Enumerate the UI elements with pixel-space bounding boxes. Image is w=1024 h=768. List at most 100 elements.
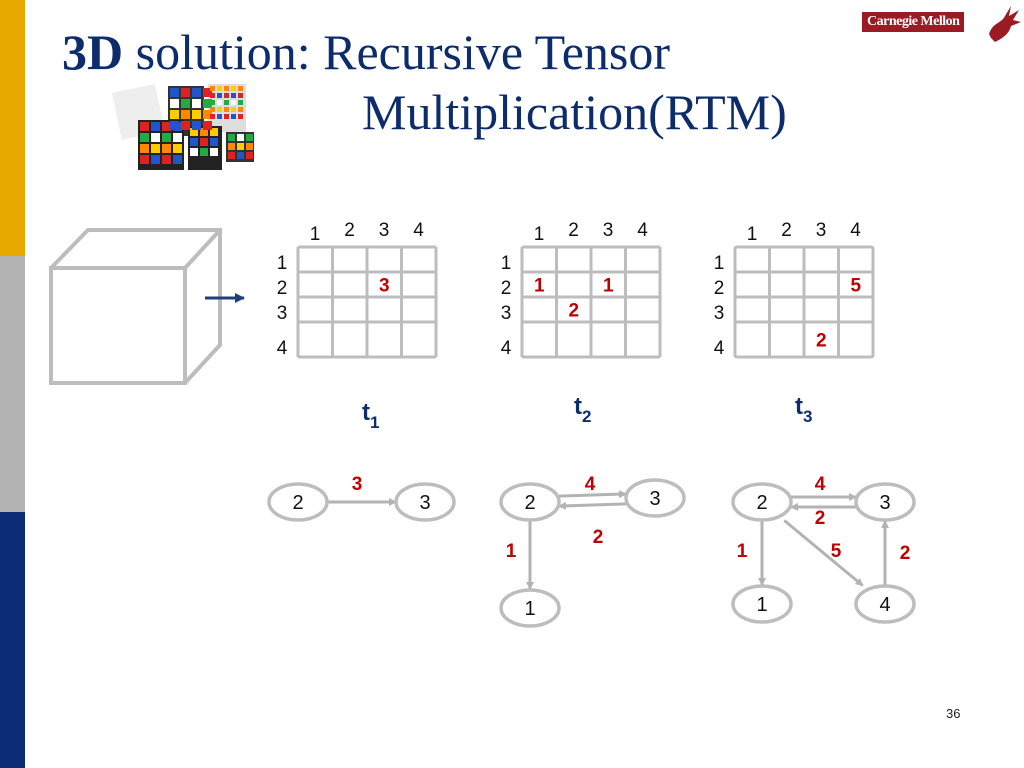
col-header: 3 xyxy=(816,220,827,241)
col-header: 4 xyxy=(850,220,861,241)
row-header: 2 xyxy=(277,278,288,299)
dragon-logo-icon xyxy=(989,6,1021,42)
cube-sticker xyxy=(210,138,218,146)
slice-name: t xyxy=(795,393,803,420)
cube-sticker xyxy=(210,86,215,91)
cube-sticker xyxy=(224,107,229,112)
edge-weight: 2 xyxy=(815,508,826,529)
node-label: 3 xyxy=(419,492,430,514)
slice-name: t xyxy=(362,399,370,426)
cube-sticker xyxy=(181,88,190,97)
cube-sticker xyxy=(151,122,160,131)
row-header: 2 xyxy=(501,278,512,299)
cube-sticker xyxy=(151,144,160,153)
slice-subscript: 1 xyxy=(370,413,379,432)
edge-weight: 1 xyxy=(737,541,748,562)
rubiks-cubes-image xyxy=(111,83,254,170)
cube-sticker xyxy=(217,86,222,91)
edge-weight: 1 xyxy=(506,541,517,562)
cube-sticker xyxy=(210,128,218,136)
cube-sticker xyxy=(203,110,212,119)
cube-sticker xyxy=(238,114,243,119)
cube-sticker xyxy=(224,100,229,105)
cube-sticker xyxy=(224,86,229,91)
edge-weight: 3 xyxy=(352,474,363,495)
cube-sticker xyxy=(231,93,236,98)
page-number: 36 xyxy=(946,706,961,721)
slice-label: t3 xyxy=(795,393,812,426)
col-header: 1 xyxy=(310,224,321,245)
cube-sticker xyxy=(203,99,212,108)
cube-sticker xyxy=(170,88,179,97)
cube-sticker xyxy=(203,121,212,130)
row-header: 4 xyxy=(501,338,512,359)
sidebar-stripe-navy xyxy=(0,512,25,768)
cube-sticker xyxy=(200,148,208,156)
col-header: 2 xyxy=(568,220,579,241)
cube-sticker xyxy=(192,99,201,108)
cube-sticker xyxy=(217,114,222,119)
cell-value: 5 xyxy=(850,276,861,297)
node-label: 2 xyxy=(756,492,767,514)
cube-sticker xyxy=(173,155,182,164)
cube-sticker xyxy=(181,110,190,119)
cube-sticker xyxy=(217,107,222,112)
cube-sticker xyxy=(192,110,201,119)
edge-weight: 4 xyxy=(585,474,596,495)
cube-sticker xyxy=(238,100,243,105)
cube-sticker xyxy=(237,134,244,141)
slice-name: t xyxy=(574,393,582,420)
cube-sticker xyxy=(203,88,212,97)
cube-sticker xyxy=(200,138,208,146)
edge-weight: 4 xyxy=(815,474,826,495)
cube-sticker xyxy=(173,144,182,153)
edge-2-to-3 xyxy=(558,490,628,499)
node-label: 1 xyxy=(524,598,535,620)
cube-sticker xyxy=(162,122,171,131)
node-label: 2 xyxy=(524,492,535,514)
col-header: 1 xyxy=(747,224,758,245)
row-header: 3 xyxy=(714,303,725,324)
slice-subscript: 2 xyxy=(582,407,591,426)
cube-sticker xyxy=(151,155,160,164)
node-2 xyxy=(267,482,329,522)
cube-sticker xyxy=(162,144,171,153)
title-line1: solution: Recursive Tensor xyxy=(123,24,671,80)
node-3 xyxy=(624,478,686,518)
cube-sticker xyxy=(231,114,236,119)
slide-title: 3D solution: Recursive Tensor Multiplica… xyxy=(62,22,787,142)
cmu-logo: Carnegie Mellon xyxy=(862,12,965,32)
cube-sticker xyxy=(190,148,198,156)
col-header: 3 xyxy=(603,220,614,241)
cube-sticker xyxy=(210,148,218,156)
node-label: 4 xyxy=(879,594,890,616)
cube-sticker xyxy=(224,114,229,119)
cube-sticker xyxy=(210,93,215,98)
col-header: 4 xyxy=(413,220,424,241)
cube-sticker xyxy=(192,121,201,130)
cube-sticker xyxy=(170,121,179,130)
cell-value: 2 xyxy=(568,301,579,322)
node-4 xyxy=(854,584,916,624)
cube-sticker xyxy=(173,133,182,142)
node-label: 3 xyxy=(649,488,660,510)
cube-sticker xyxy=(217,100,222,105)
node-2 xyxy=(731,482,793,522)
row-header: 1 xyxy=(277,253,288,274)
col-header: 1 xyxy=(534,224,545,245)
cube-sticker xyxy=(140,122,149,131)
slice-subscript: 3 xyxy=(803,407,812,426)
cube-sticker xyxy=(170,99,179,108)
cell-value: 1 xyxy=(534,276,545,297)
cell-value: 1 xyxy=(603,276,614,297)
cube-sticker xyxy=(140,144,149,153)
cube-sticker xyxy=(140,155,149,164)
cube-sticker xyxy=(210,114,215,119)
